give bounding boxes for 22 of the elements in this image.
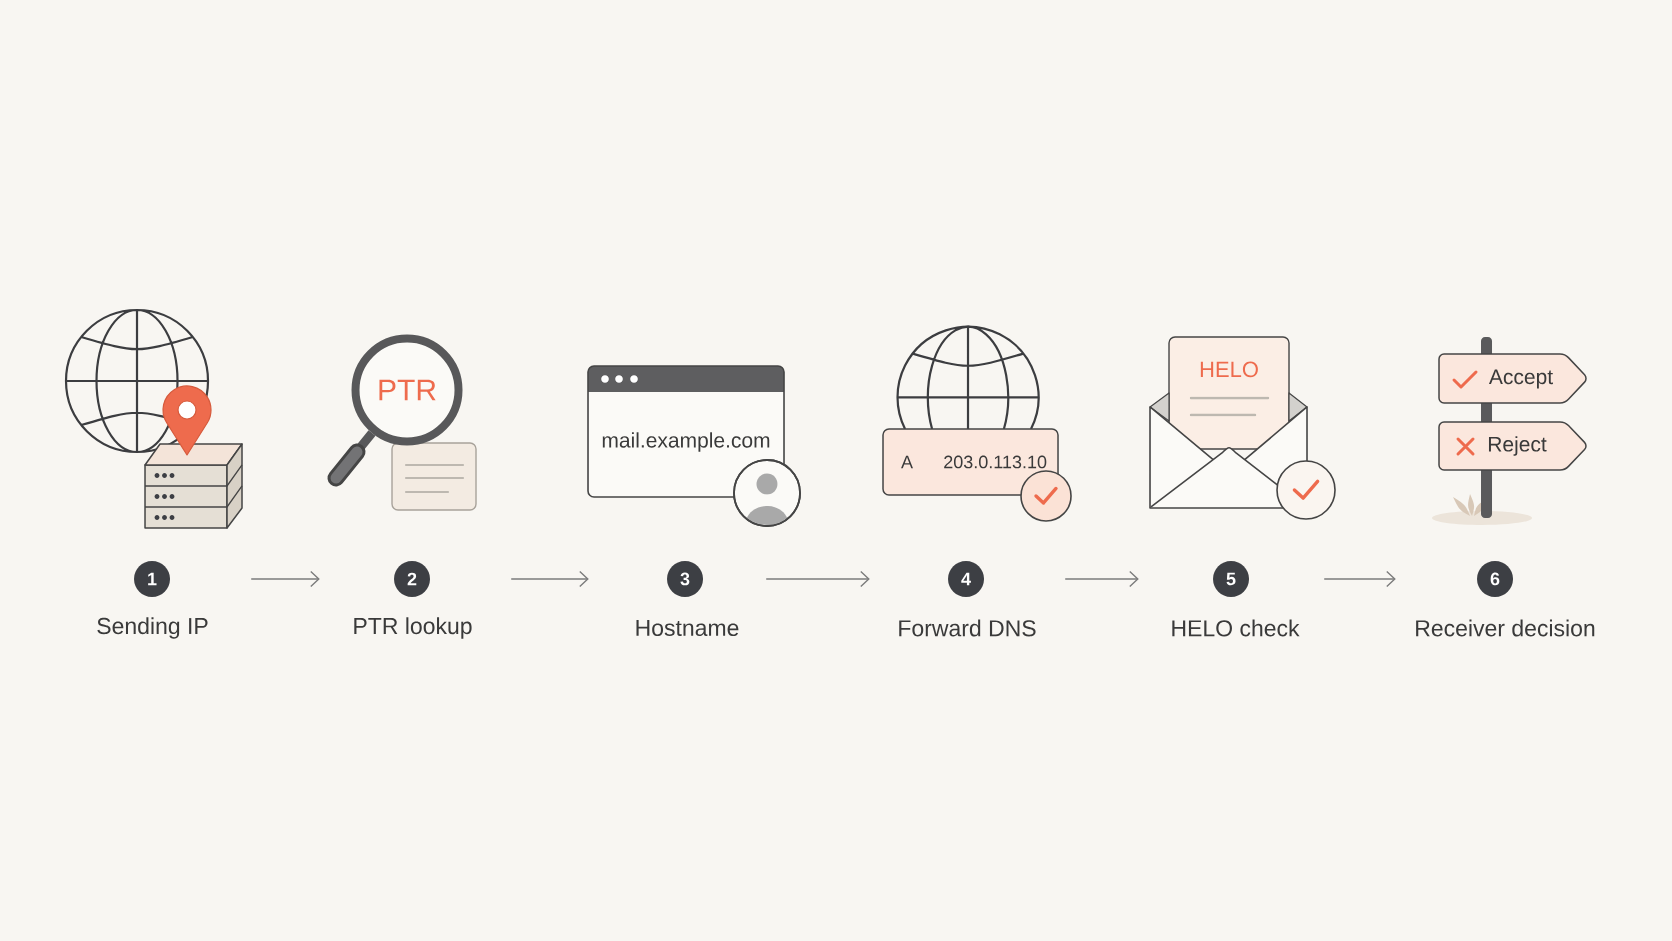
arrow (1064, 570, 1139, 588)
arrow-sign: Accept (1438, 353, 1587, 404)
step-label: HELO check (1172, 619, 1300, 637)
arrow (250, 570, 320, 588)
arrow (510, 570, 589, 588)
arrow-sign: Reject (1438, 421, 1587, 471)
browser-window: mail.example.com (587, 365, 785, 498)
step-number: 6 (1477, 561, 1513, 597)
letter-sheet: HELO (1168, 336, 1290, 450)
step-label: Hostname (636, 619, 739, 636)
arrow (765, 570, 870, 588)
step-number: 2 (394, 561, 430, 597)
step-label: PTR lookup (354, 617, 472, 639)
step-number: 3 (667, 561, 703, 597)
step-number: 4 (948, 561, 984, 597)
step-label: Forward DNS (899, 619, 1036, 637)
dns-record-card: A 203.0.113.10 (882, 428, 1059, 496)
step-label: Sending IP (97, 617, 208, 639)
step-label: Receiver decision (1416, 619, 1595, 637)
step-number: 5 (1213, 561, 1249, 597)
arrow (1323, 570, 1396, 588)
step-number: 1 (134, 561, 170, 597)
